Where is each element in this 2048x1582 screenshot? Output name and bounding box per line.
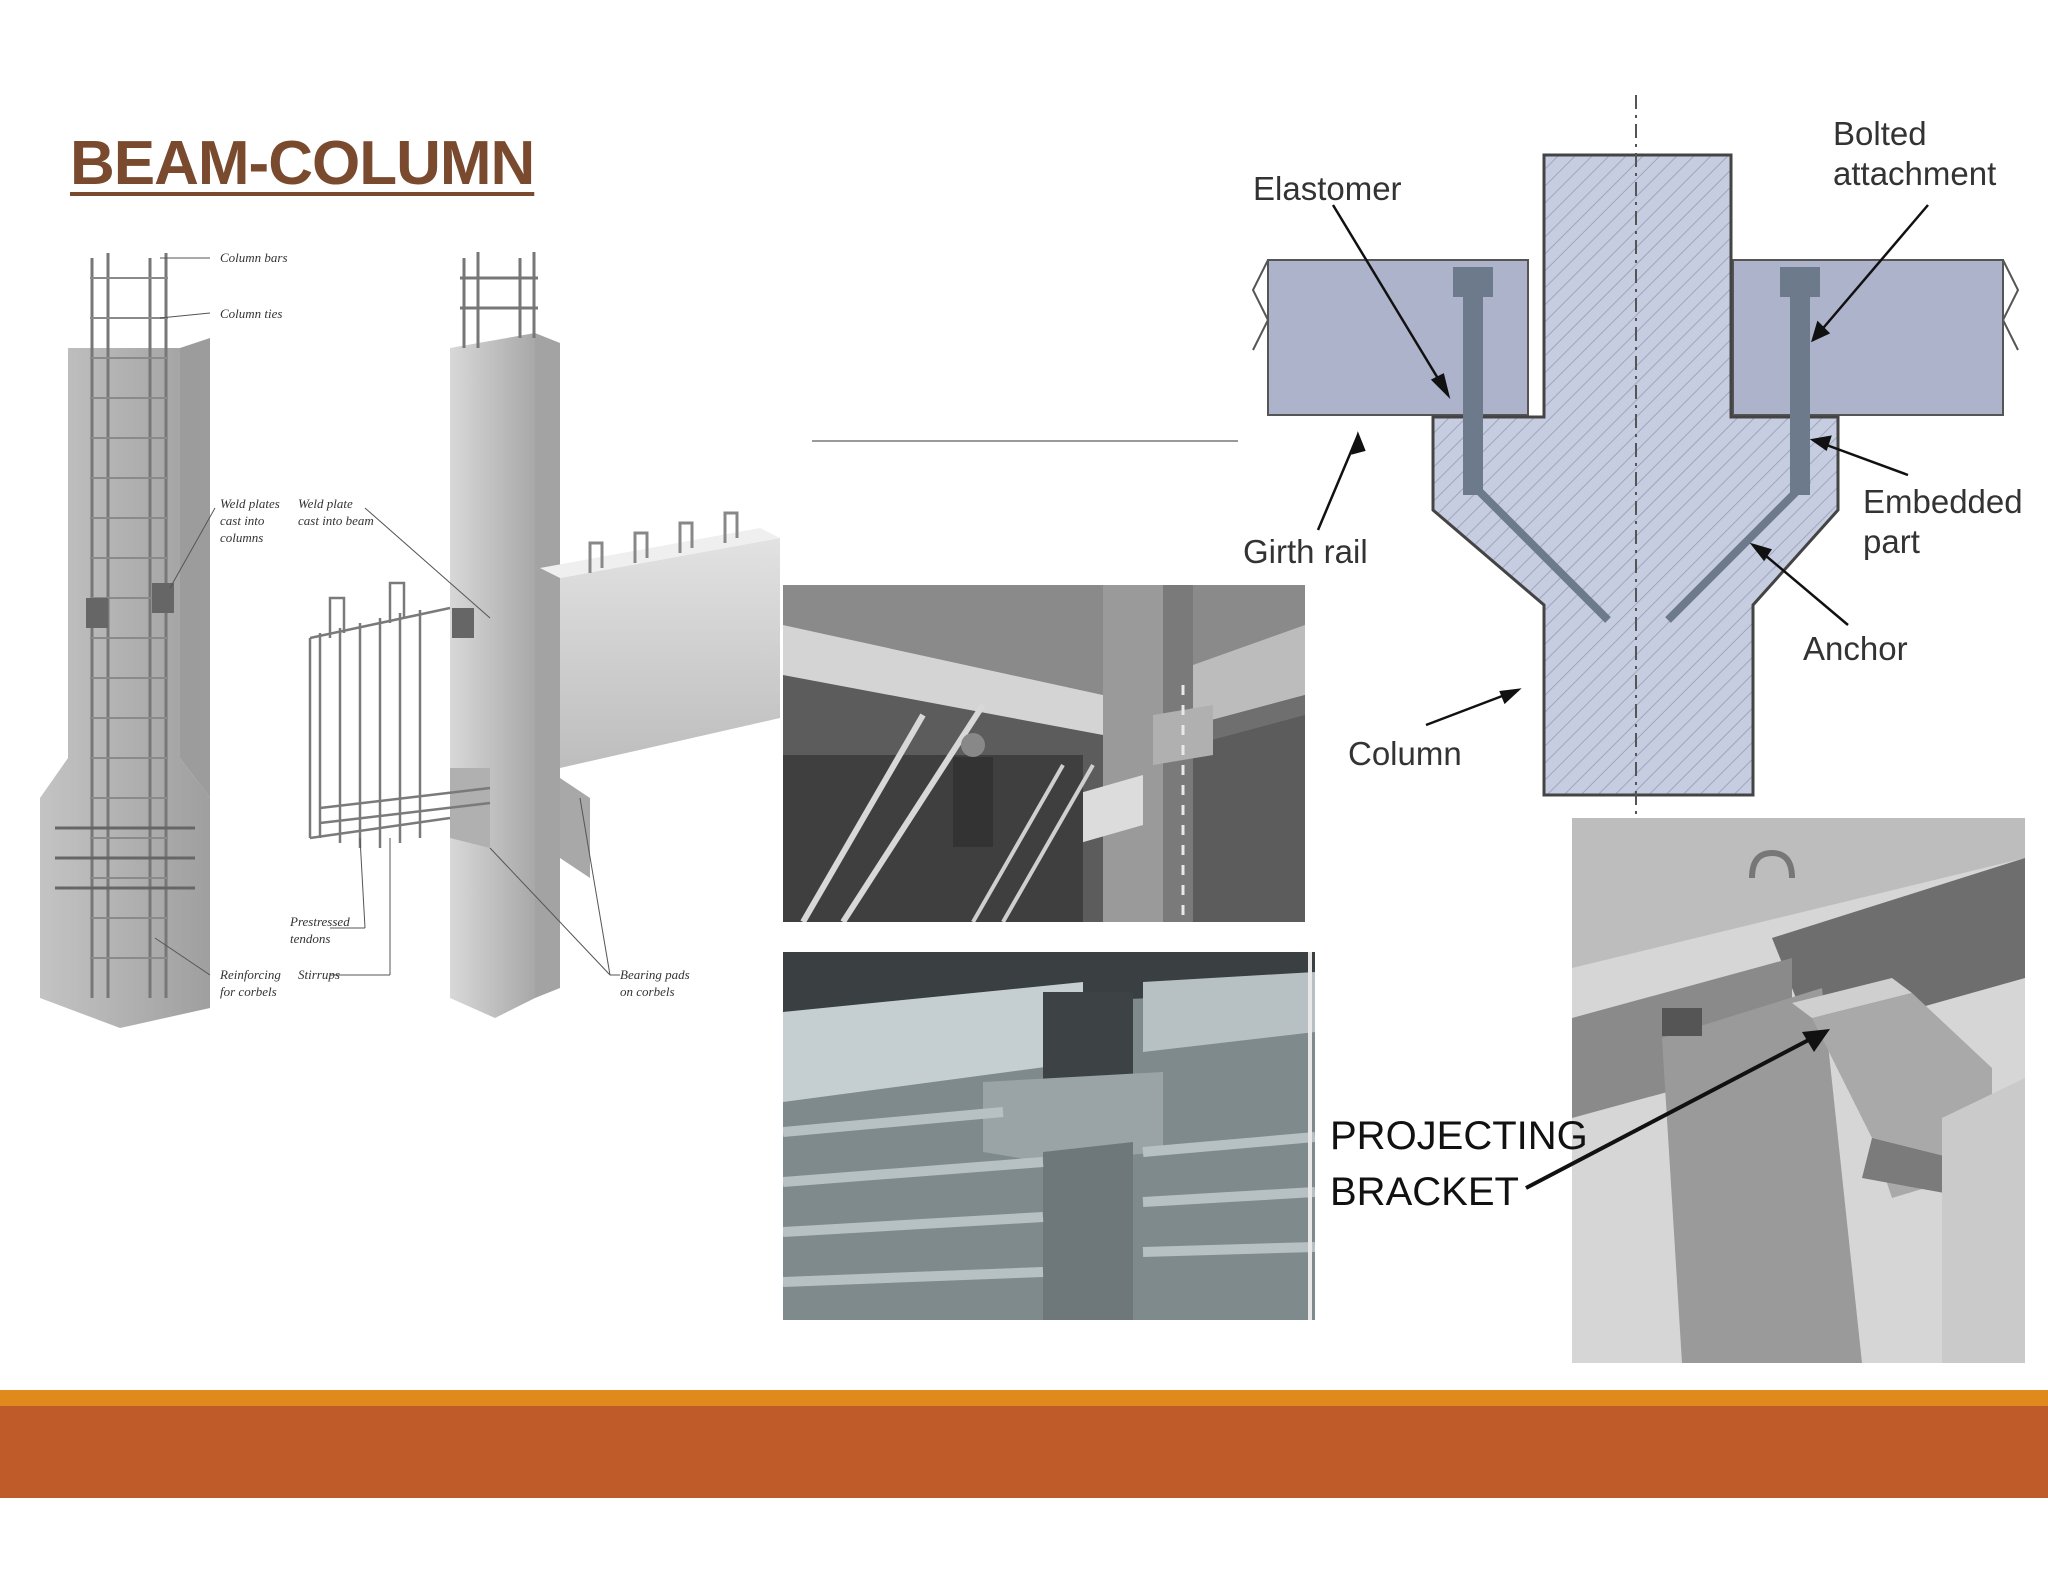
label-reinforcing-2: for corbels [220, 984, 277, 999]
label-weld-plates-column-3: columns [220, 530, 263, 545]
label-bolted-2: attachment [1833, 155, 1996, 192]
projecting-bracket-line2: BRACKET [1330, 1170, 1519, 1214]
projecting-bracket-line1: PROJECTING [1330, 1114, 1588, 1158]
label-bearing-1: Bearing pads [620, 967, 690, 982]
label-weld-plate-beam-2: cast into beam [298, 513, 374, 528]
projecting-bracket-label: PROJECTING BRACKET [1330, 1108, 1588, 1220]
slide-title: BEAM-COLUMN [70, 129, 535, 198]
label-column: Column [1348, 735, 1462, 772]
photo-projecting-bracket [1572, 818, 2025, 1363]
label-weld-plates-column-2: cast into [220, 513, 265, 528]
label-bolted-1: Bolted [1833, 115, 1927, 152]
label-elastomer: Elastomer [1253, 170, 1402, 207]
label-prestressed-2: tendons [290, 931, 330, 946]
label-weld-plate-beam-1: Weld plate [298, 496, 353, 511]
label-embedded-1: Embedded [1863, 483, 2023, 520]
column-beam-3d-drawing: Column bars Column ties Weld plates cast… [20, 238, 780, 1038]
footer-bar [0, 1406, 2048, 1498]
section-diagram: Elastomer Bolted attachment Girth rail E… [1228, 95, 2048, 820]
label-prestressed-1: Prestressed [289, 914, 350, 929]
photo-corbel-underside [783, 952, 1315, 1320]
label-column-ties: Column ties [220, 306, 282, 321]
label-stirrups: Stirrups [298, 967, 340, 982]
label-anchor: Anchor [1803, 630, 1908, 667]
divider-line [812, 440, 1238, 442]
footer-accent-bar [0, 1390, 2048, 1406]
label-girth-rail: Girth rail [1243, 533, 1368, 570]
label-column-bars: Column bars [220, 250, 288, 265]
label-bearing-2: on corbels [620, 984, 675, 999]
label-embedded-2: part [1863, 523, 1920, 560]
photo-worker-on-ladder [783, 585, 1305, 922]
projecting-bracket-arrow [1525, 1029, 1830, 1190]
label-reinforcing-1: Reinforcing [219, 967, 281, 982]
label-weld-plates-column-1: Weld plates [220, 496, 280, 511]
